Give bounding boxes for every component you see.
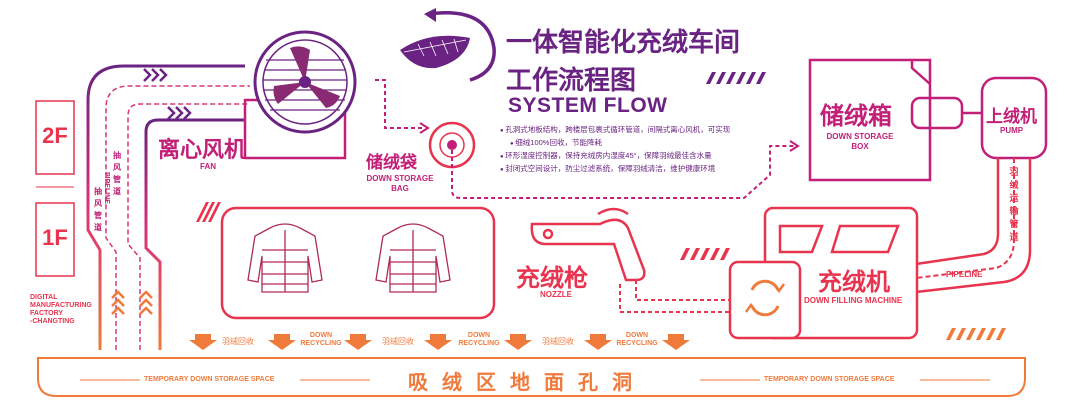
floor-1f-label: 1F (42, 225, 68, 250)
jackets-box (220, 206, 496, 320)
fan-label: 离心风机 (158, 137, 247, 162)
recycle-label-6: DOWN RECYCLING (616, 332, 658, 347)
description-item-1: 孔洞式地板结构，跨楼层包裹式循环管道，间隔式离心风机，可实现 (500, 124, 730, 137)
stripe-deco-left (196, 202, 221, 222)
pipe-left-inner-label: 抽风管道 (113, 151, 121, 196)
stripe-deco-right (946, 328, 1006, 340)
pump-en: PUMP (1000, 126, 1024, 135)
floor-2f-box (35, 100, 75, 175)
chevrons-top (143, 68, 192, 120)
recycle-label-5: 羽绒回收 (542, 337, 574, 346)
nozzle-en: NOZZLE (540, 290, 572, 299)
recycle-label-4: DOWN RECYCLING (458, 332, 500, 347)
description-item-3: 封闭式空间设计，防尘过滤系统，保障羽绒清洁，维护健康环境 (500, 163, 730, 176)
bag-label: 储绒袋 (366, 153, 417, 172)
recycle-label-1: 羽绒回收 (222, 337, 254, 346)
filling-machine-graphic (728, 206, 919, 340)
chevrons-bottom (111, 290, 153, 315)
pipe-left-en: PIPELINE (103, 172, 110, 204)
pump-label: 上绒机 (986, 107, 1037, 126)
stripe-deco-mid (680, 248, 730, 260)
nozzle-label: 充绒枪 (516, 265, 588, 292)
floor-space-en-left: TEMPORARY DOWN STORAGE SPACE (144, 376, 275, 383)
storage-box-label: 储绒箱 (820, 103, 892, 130)
recycle-label-2: DOWN RECYCLING (300, 332, 342, 347)
floor-space-en-right: TEMPORARY DOWN STORAGE SPACE (764, 376, 895, 383)
jacket-illustration (247, 223, 451, 293)
title-en: SYSTEM FLOW (508, 94, 668, 117)
title-line1: 一体智能化充绒车间 (506, 27, 741, 57)
recycle-arrows (189, 334, 690, 350)
machine-label: 充绒机 (818, 269, 890, 296)
nozzle-graphic (530, 207, 646, 282)
refresh-icon (744, 279, 786, 317)
stripe-deco-top (706, 72, 766, 84)
description: 孔洞式地板结构，跨楼层包裹式循环管道，间隔式离心风机，可实现 细绒100%回收，… (500, 124, 730, 176)
pipe-right-label: 羽绒运输管道 (1009, 167, 1019, 242)
fan-graphic (243, 30, 357, 160)
floor-space-label: 吸绒区地面孔洞 (408, 372, 646, 394)
machine-en: DOWN FILLING MACHINE (804, 296, 903, 305)
floor-2f-label: 2F (42, 123, 68, 148)
feather-logo (400, 8, 496, 82)
storage-box-en: DOWN STORAGE BOX (826, 132, 894, 151)
left-pipeline (86, 64, 245, 350)
pipe-right-en: PIPELINE (946, 270, 983, 279)
factory-label: DIGITAL MANUFACTURING FACTORY -CHANGTING (30, 294, 92, 325)
pipe-left-outer-label: 抽风管道 (94, 187, 102, 232)
recycle-label-3: 羽绒回收 (382, 337, 414, 346)
floor-space-band (37, 357, 1026, 397)
fan-en: FAN (200, 162, 216, 171)
description-item-2: 环形湿度控制器，保持充绒房内湿度45°，保障羽绒最佳含水量 (500, 150, 730, 163)
description-item-1b: 细绒100%回收，节能降耗 (500, 137, 730, 150)
title-line2: 工作流程图 (506, 65, 637, 95)
bag-en: DOWN STORAGE BAG (366, 174, 434, 193)
floor-1f-box (35, 202, 75, 277)
